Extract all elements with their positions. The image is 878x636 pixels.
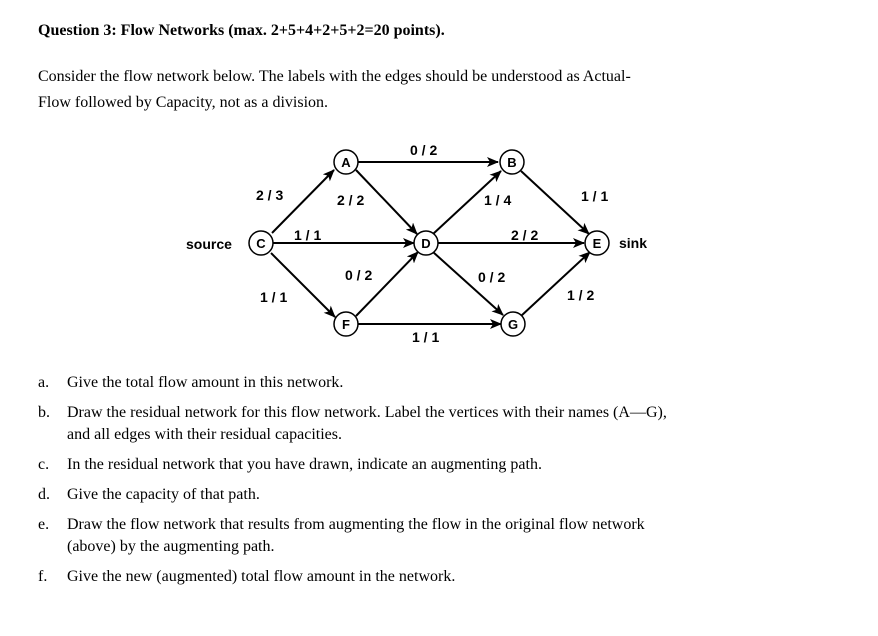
node-b-label: B	[507, 155, 516, 170]
sink-label: sink	[619, 235, 647, 251]
intro-line-2: Flow followed by Capacity, not as a divi…	[38, 94, 329, 111]
edge-labels: 2 / 3 1 / 1 1 / 1 0 / 2 2 / 2 0 / 2 1 / …	[256, 142, 608, 345]
source-label: source	[186, 236, 232, 252]
question-item-a: a. Give the total flow amount in this ne…	[38, 372, 838, 394]
question-text: In the residual network that you have dr…	[67, 454, 838, 476]
edge-c-a	[271, 169, 335, 234]
edge-d-g	[432, 251, 504, 316]
edge-label-c-f: 1 / 1	[260, 289, 287, 305]
question-letter: f.	[38, 568, 48, 585]
edge-label-c-d: 1 / 1	[294, 227, 321, 243]
edge-b-e	[520, 170, 590, 235]
edges	[270, 157, 591, 329]
node-a: A	[333, 149, 359, 175]
node-b: B	[499, 149, 525, 175]
question-item-c: c. In the residual network that you have…	[38, 454, 838, 476]
question-line: (above) by the augmenting path.	[67, 538, 275, 555]
question-text: Give the capacity of that path.	[67, 484, 838, 506]
node-e: E	[584, 230, 610, 256]
edge-d-b	[432, 170, 502, 235]
question-item-e: e. Draw the flow network that results fr…	[38, 514, 838, 558]
question-item-b: b. Draw the residual network for this fl…	[38, 402, 838, 446]
node-f-label: F	[342, 317, 350, 332]
node-g-label: G	[508, 317, 518, 332]
node-f-circle	[333, 311, 359, 337]
edge-c-f	[270, 252, 336, 318]
question-text: Give the new (augmented) total flow amou…	[67, 566, 838, 588]
question-letter: c.	[38, 456, 50, 473]
node-b-circle	[499, 149, 525, 175]
edge-f-d	[355, 251, 419, 317]
node-g: G	[500, 311, 526, 337]
question-title: Question 3: Flow Networks (max. 2+5+4+2+…	[38, 22, 445, 39]
question-line: Give the capacity of that path.	[67, 486, 260, 503]
node-g-circle	[500, 311, 526, 337]
edge-label-d-b: 1 / 4	[484, 192, 511, 208]
question-item-f: f. Give the new (augmented) total flow a…	[38, 566, 838, 588]
question-line: and all edges with their residual capaci…	[67, 426, 343, 443]
edge-label-a-b: 0 / 2	[410, 142, 437, 158]
question-letter: a.	[38, 374, 50, 391]
intro-paragraph: Consider the flow network below. The lab…	[38, 64, 838, 116]
node-c: C	[248, 230, 274, 256]
intro-line-1: Consider the flow network below. The lab…	[38, 68, 631, 85]
question-line: Draw the flow network that results from …	[67, 516, 645, 533]
question-item-d: d. Give the capacity of that path.	[38, 484, 838, 506]
edge-a-d	[355, 169, 418, 235]
node-c-label: C	[256, 236, 266, 251]
node-d: D	[413, 230, 439, 256]
question-line: Give the new (augmented) total flow amou…	[67, 568, 456, 585]
node-c-circle	[248, 230, 274, 256]
edge-label-d-g: 0 / 2	[478, 269, 505, 285]
question-line: Give the total flow amount in this netwo…	[67, 374, 344, 391]
node-e-label: E	[593, 236, 602, 251]
edge-label-b-e: 1 / 1	[581, 188, 608, 204]
node-f: F	[333, 311, 359, 337]
node-a-label: A	[341, 155, 351, 170]
node-e-circle	[584, 230, 610, 256]
edge-label-f-g: 1 / 1	[412, 329, 439, 345]
edge-g-e	[520, 251, 591, 317]
question-letter: b.	[38, 404, 50, 421]
question-line: Draw the residual network for this flow …	[67, 404, 667, 421]
question-letter: d.	[38, 486, 50, 503]
question-text: Draw the residual network for this flow …	[67, 402, 838, 446]
question-list: a. Give the total flow amount in this ne…	[38, 372, 838, 596]
edge-label-d-e: 2 / 2	[511, 227, 538, 243]
node-a-circle	[333, 149, 359, 175]
question-text: Draw the flow network that results from …	[67, 514, 838, 558]
question-letter: e.	[38, 516, 50, 533]
question-text: Give the total flow amount in this netwo…	[67, 372, 838, 394]
edge-label-g-e: 1 / 2	[567, 287, 594, 303]
edge-label-c-a: 2 / 3	[256, 187, 283, 203]
node-d-circle	[413, 230, 439, 256]
node-d-label: D	[421, 236, 430, 251]
question-line: In the residual network that you have dr…	[67, 456, 542, 473]
edge-label-f-d: 0 / 2	[345, 267, 372, 283]
edge-label-a-d: 2 / 2	[337, 192, 364, 208]
